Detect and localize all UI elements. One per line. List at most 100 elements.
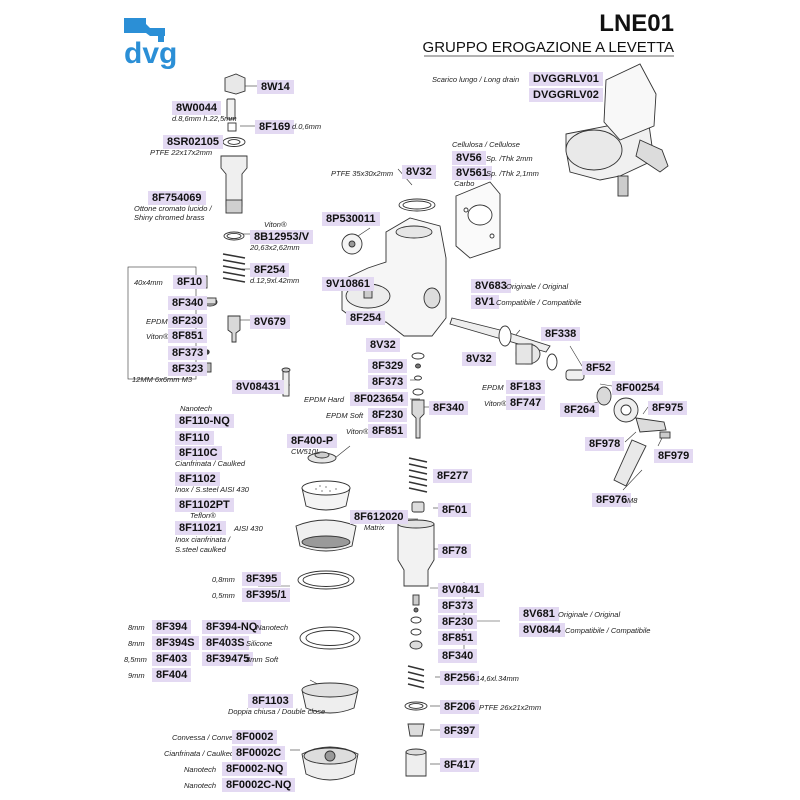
part-label: 8F400-P <box>287 434 338 448</box>
model-title: LNE01 <box>599 10 674 37</box>
cap-8f397-part <box>407 723 425 737</box>
part-label: 8F851 <box>438 631 478 645</box>
part-label: DVGGRLV02 <box>529 88 603 102</box>
part-pre: EPDM Soft <box>326 411 364 420</box>
part-label: 8F851 <box>368 424 408 438</box>
parts-artwork <box>202 63 671 781</box>
part-post: Nanotech <box>256 623 289 632</box>
part-label: 8F183 <box>506 380 546 394</box>
small-pin-part <box>227 122 237 132</box>
cap-8f01-part <box>411 501 425 513</box>
part-label: 8F323 <box>168 362 208 376</box>
part-note: d.8,6mm h.22,5mm <box>172 114 237 123</box>
part-label: 8V32 <box>462 352 496 366</box>
part-pre: Nanotech <box>184 765 217 774</box>
part-pre: Viton® <box>484 399 507 408</box>
part-label: 9V10861 <box>322 277 375 291</box>
part-label: 8F01 <box>438 503 472 517</box>
part-label: 8F11021 <box>175 521 226 535</box>
part-post: 14,6xl.34mm <box>476 674 519 683</box>
part-label: 8F39475 <box>202 652 254 666</box>
part-note: Ottone cromato lucido / <box>134 204 212 213</box>
part-label: 8F1103 <box>248 694 293 708</box>
part-label: 8F110-NQ <box>175 414 234 428</box>
part-label: 8F00254 <box>612 381 664 395</box>
part-pre: Scarico lungo / Long drain <box>432 75 520 84</box>
handle-8f976-part <box>613 439 647 487</box>
part-label: 8F1102 <box>175 472 220 486</box>
part-pre: Cianfrinata / Caulked <box>164 749 235 758</box>
part-label: 8F340 <box>438 649 478 663</box>
part-label: 8V683 <box>471 279 511 293</box>
part-pre: PTFE 35x30x2mm <box>331 169 394 178</box>
part-pre: EPDM Hard <box>304 395 345 404</box>
part-note: Cianfrinata / Caulked <box>175 459 246 468</box>
part-label: 8V56 <box>452 151 486 165</box>
part-label: 8F329 <box>368 359 408 373</box>
part-label: 8F979 <box>654 449 694 463</box>
part-label: 8F0002 <box>232 730 278 744</box>
pin-part <box>226 98 236 120</box>
part-label: 8W14 <box>257 80 294 94</box>
part-post: Silicone <box>246 639 273 648</box>
part-pre: Viton® <box>346 427 369 436</box>
spring-8f256-part <box>407 665 425 689</box>
part-label: 8F340 <box>168 296 208 310</box>
part-label: 8V08431 <box>232 380 285 394</box>
part-pre: 8,5mm <box>124 655 147 664</box>
brand-text: dvg <box>124 37 177 70</box>
part-note: Inox cianfrinata / <box>175 535 231 544</box>
part-pre: Convessa / Convex <box>172 733 238 742</box>
part-post: PTFE 26x21x2mm <box>479 703 542 712</box>
part-label: 8V0844 <box>519 623 565 637</box>
part-post: Sp. /Thk 2mm <box>486 154 533 163</box>
part-note: S.steel caulked <box>175 545 226 554</box>
part-label: 8V32 <box>366 338 400 352</box>
part-label: 8F254 <box>346 311 386 325</box>
part-label: 8F023654 <box>350 392 408 406</box>
part-label: 8F394S <box>152 636 199 650</box>
sleeve-8f52-part <box>565 369 585 381</box>
part-label: 8F373 <box>368 375 408 389</box>
part-pre: 40x4mm <box>134 278 163 287</box>
part-pre: 8mm <box>128 639 145 648</box>
part-label: 8F851 <box>168 329 208 343</box>
lever-8f978-part <box>635 417 667 433</box>
part-pre: Cellulosa / Cellulose <box>452 140 520 149</box>
part-note: CW510L <box>291 447 321 456</box>
part-label: 8F394-NQ <box>202 620 262 634</box>
valve-8f340-central-part <box>411 399 425 439</box>
part-note: Doppia chiusa / Double close <box>228 707 326 716</box>
part-label: 8F230 <box>168 314 208 328</box>
nut-8f417-part <box>405 751 427 777</box>
part-label: 8P530011 <box>322 212 380 226</box>
part-label: 8F230 <box>438 615 478 629</box>
cam-8f264-part <box>596 386 612 406</box>
part-pre: 0,5mm <box>212 591 235 600</box>
part-label: 8F0002C-NQ <box>222 778 296 792</box>
part-note: Matrix <box>364 523 385 532</box>
part-label: 8F417 <box>440 758 480 772</box>
part-note: Inox / S.steel AISI 430 <box>175 485 249 494</box>
part-label: 8F169 <box>255 120 295 134</box>
part-note: Shiny chromed brass <box>134 213 205 222</box>
part-label: 8V1 <box>471 295 499 309</box>
part-label: 8F1102PT <box>175 498 234 512</box>
part-label: 8F110C <box>175 446 222 460</box>
part-note: 12MM 6x6mm M3 <box>132 375 193 384</box>
part-label: 8F976 <box>592 493 632 507</box>
part-label: 8F277 <box>433 469 473 483</box>
part-label: 8B12953/V <box>250 230 314 244</box>
part-pre: Viton® <box>146 332 169 341</box>
part-label: 8F10 <box>173 275 207 289</box>
part-label: 8V0841 <box>438 583 484 597</box>
part-pre: EPDM <box>146 317 168 326</box>
part-label: 8F403S <box>202 636 249 650</box>
spring-8f277-part <box>408 457 428 493</box>
part-label: 8V681 <box>519 607 559 621</box>
part-pre: 8mm <box>128 623 145 632</box>
part-post: Sp. /Thk 2,1mm <box>486 169 539 178</box>
part-label: 8F206 <box>440 700 480 714</box>
dvg-logo: dvg <box>124 18 177 70</box>
